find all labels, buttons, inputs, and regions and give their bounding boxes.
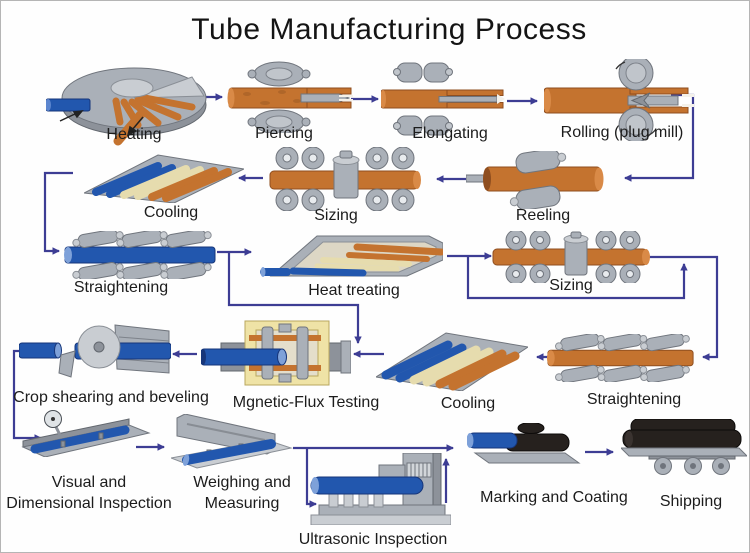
crop-shearing-label: Crop shearing and beveling bbox=[13, 389, 209, 406]
stage-heat-treating bbox=[259, 227, 443, 285]
stage-magnetic-flux-testing bbox=[201, 319, 351, 387]
cooling-bed-illustration bbox=[376, 332, 528, 391]
crop-shearing-illustration bbox=[19, 324, 171, 378]
reeling-illustration bbox=[466, 151, 604, 209]
straightening-1-label: Straightening bbox=[73, 279, 169, 296]
magnetic-flux-illustration bbox=[201, 320, 351, 386]
marking-coating-illustration bbox=[467, 423, 581, 464]
stage-shipping bbox=[621, 419, 747, 477]
stage-reeling bbox=[466, 151, 606, 209]
stage-cooling-1 bbox=[84, 147, 244, 203]
heat-treating-illustration bbox=[260, 235, 443, 277]
cooling-bed-illustration bbox=[84, 154, 244, 203]
reeling-label: Reeling bbox=[515, 207, 571, 224]
stage-straightening-1 bbox=[63, 231, 218, 279]
shipping-label: Shipping bbox=[659, 493, 723, 510]
ultrasonic-label: Ultrasonic Inspection bbox=[298, 531, 448, 548]
rolling-illustration bbox=[544, 59, 694, 141]
elongating-illustration bbox=[381, 62, 505, 136]
stage-sizing-2 bbox=[489, 231, 661, 283]
sizing-illustration bbox=[492, 231, 650, 283]
stage-crop-shearing bbox=[19, 323, 171, 381]
stage-heating bbox=[46, 59, 208, 147]
cooling-1-label: Cooling bbox=[143, 204, 199, 221]
heating-illustration bbox=[46, 67, 207, 146]
piercing-illustration bbox=[227, 61, 353, 133]
sizing-2-label: Sizing bbox=[549, 277, 593, 294]
piercing-label: Piercing bbox=[255, 125, 313, 142]
sizing-1-label: Sizing bbox=[314, 207, 358, 224]
stage-piercing bbox=[227, 61, 355, 133]
stage-cooling-2 bbox=[376, 321, 528, 391]
weighing-label: Weighing and Measuring bbox=[193, 474, 291, 512]
stage-ultrasonic bbox=[309, 453, 451, 525]
visual-inspection-illustration bbox=[21, 410, 151, 457]
weighing-illustration bbox=[171, 414, 293, 469]
marking-coating-label: Marking and Coating bbox=[480, 489, 628, 506]
stage-marking-coating bbox=[467, 423, 583, 467]
cooling-2-label: Cooling bbox=[440, 395, 496, 412]
ultrasonic-illustration bbox=[310, 453, 451, 525]
stage-visual-inspection bbox=[21, 409, 151, 457]
straightening-2-label: Straightening bbox=[586, 391, 682, 408]
stage-straightening-2 bbox=[546, 334, 696, 382]
heat-treating-label: Heat treating bbox=[308, 282, 400, 299]
diagram-title: Tube Manufacturing Process bbox=[191, 13, 587, 46]
small-black-arrows bbox=[59, 110, 144, 137]
elongating-label: Elongating bbox=[412, 125, 488, 142]
visual-inspection-label: Visual and Dimensional Inspection bbox=[6, 474, 172, 512]
straightening-illustration bbox=[546, 334, 694, 382]
rolling-label: Rolling (plug mill) bbox=[560, 124, 684, 141]
shipping-illustration bbox=[621, 419, 747, 475]
stage-rolling bbox=[544, 59, 694, 141]
stage-sizing-1 bbox=[264, 147, 426, 211]
heating-label: Heating bbox=[106, 126, 162, 143]
stage-weighing bbox=[171, 414, 293, 472]
straightening-illustration bbox=[64, 231, 216, 279]
stage-elongating bbox=[381, 59, 505, 139]
magnetic-flux-label: Mgnetic-Flux Testing bbox=[232, 394, 380, 411]
sizing-illustration bbox=[269, 147, 421, 211]
